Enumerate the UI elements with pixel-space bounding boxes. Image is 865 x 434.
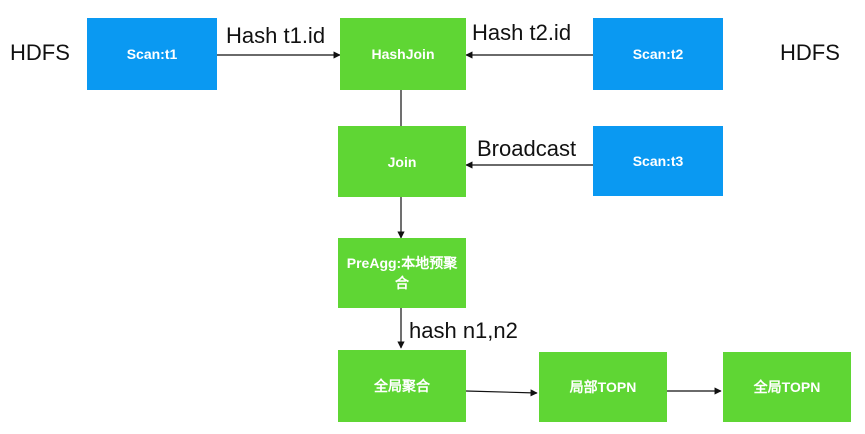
hdfs-right-label: HDFS xyxy=(780,40,840,65)
hdfs-left-label: HDFS xyxy=(10,40,70,65)
node-scan-t1: Scan:t1 xyxy=(87,18,217,90)
node-global-topn: 全局TOPN xyxy=(723,352,851,422)
node-scan-t3: Scan:t3 xyxy=(593,126,723,196)
node-local-topn: 局部TOPN xyxy=(539,352,667,422)
node-hashjoin: HashJoin xyxy=(340,18,466,90)
hash-t1-label: Hash t1.id xyxy=(226,23,326,48)
hash-t2-label: Hash t2.id xyxy=(472,20,572,45)
node-preagg: PreAgg:本地预聚合 xyxy=(338,238,466,308)
hash-n-label: hash n1,n2 xyxy=(409,318,518,343)
edge-global-agg-to-local-topn xyxy=(465,389,538,397)
broadcast-label: Broadcast xyxy=(477,136,577,161)
node-join: Join xyxy=(338,126,466,197)
node-scan-t2: Scan:t2 xyxy=(593,18,723,90)
node-global-agg: 全局聚合 xyxy=(338,350,466,422)
